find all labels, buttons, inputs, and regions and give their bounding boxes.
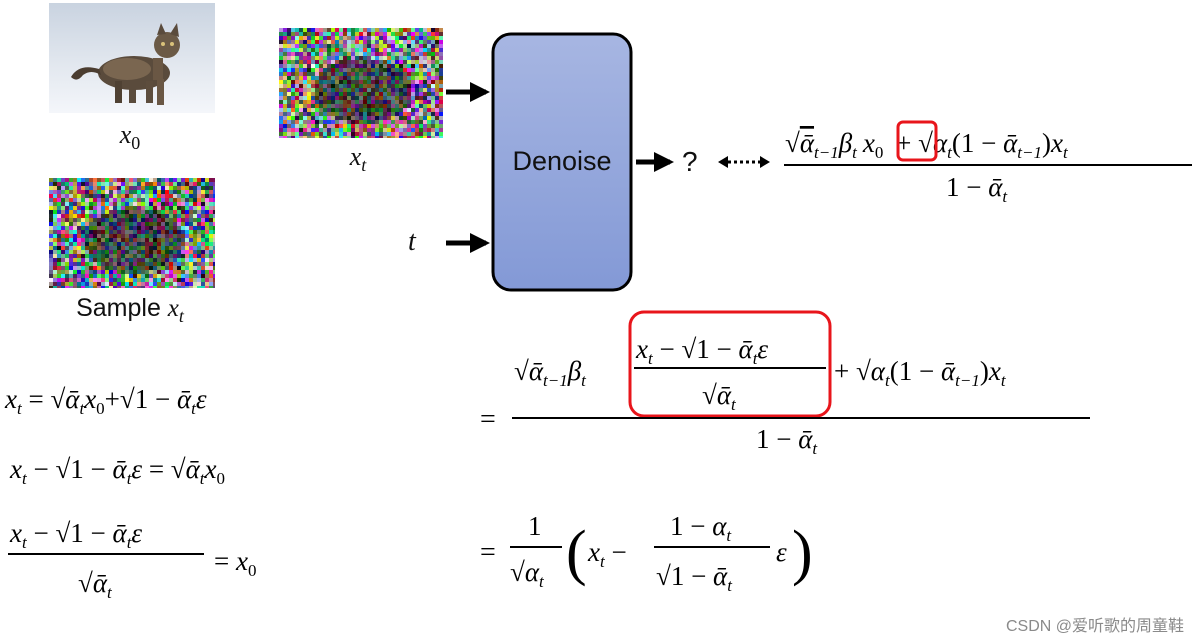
- svg-text:=: =: [480, 404, 496, 435]
- svg-text:√ᾱt: √ᾱt: [78, 568, 113, 602]
- left-eq-3-num: xt − √1 − ᾱtε: [9, 518, 142, 552]
- svg-text:1: 1: [528, 511, 542, 541]
- denoise-label: Denoise: [512, 146, 612, 176]
- svg-text:ε: ε: [776, 537, 787, 567]
- svg-text:√ᾱt−1βt: √ᾱt−1βt: [514, 356, 587, 390]
- x0-label: x0: [119, 120, 141, 154]
- svg-text:+ √αt(1 − ᾱt−1)xt: + √αt(1 − ᾱt−1)xt: [834, 356, 1007, 390]
- cat-image-x0: [49, 3, 215, 113]
- right-equation-2: = √ᾱt−1βt xt − √1 − ᾱtε √ᾱt + √αt(1 − ᾱt…: [480, 310, 1090, 458]
- svg-text:xt −: xt −: [587, 537, 627, 571]
- left-eq-1: xt = √ᾱtx0+√1 − ᾱtε: [4, 384, 207, 418]
- t-input-label: t: [408, 226, 416, 257]
- highlight-x0-box: [896, 120, 938, 162]
- denoise-box: [491, 32, 633, 292]
- cat-photo-icon: [49, 3, 215, 113]
- noise-xt-canvas: [279, 28, 443, 138]
- svg-text:xt − √1 − ᾱtε: xt − √1 − ᾱtε: [635, 334, 768, 368]
- svg-text:=: =: [480, 537, 496, 568]
- sample-xt-label: Sample xt: [76, 294, 184, 326]
- svg-text:1 − ᾱt: 1 − ᾱt: [946, 172, 1008, 206]
- noise-sample-canvas: [49, 178, 215, 288]
- svg-text:(: (: [566, 519, 587, 587]
- svg-text:√ᾱt: √ᾱt: [702, 380, 737, 414]
- svg-text:= x0: = x0: [214, 546, 256, 580]
- right-equation-3: = 1 √αt ( xt − 1 − αt √1 − ᾱt ε ): [480, 511, 813, 595]
- noisy-image-xt: [279, 28, 443, 138]
- xt-label: xt: [349, 142, 367, 176]
- left-eq-2: xt − √1 − ᾱtε = √ᾱtx0: [9, 454, 225, 488]
- highlight-x0-substitution: [628, 310, 832, 418]
- denoise-diagram: [446, 32, 770, 292]
- noisy-image-sample: [49, 178, 215, 288]
- watermark: CSDN @爱听歌的周童鞋: [1005, 618, 1184, 635]
- question-mark: ?: [682, 146, 698, 177]
- svg-text:√αt: √αt: [510, 557, 545, 591]
- svg-text:1 − αt: 1 − αt: [670, 511, 732, 545]
- svg-text:1 − ᾱt: 1 − ᾱt: [756, 424, 818, 458]
- svg-text:√1 − ᾱt: √1 − ᾱt: [656, 561, 733, 595]
- left-equations: xt = √ᾱtx0+√1 − ᾱtε xt − √1 − ᾱtε = √ᾱtx…: [4, 384, 256, 602]
- svg-text:): ): [792, 519, 813, 587]
